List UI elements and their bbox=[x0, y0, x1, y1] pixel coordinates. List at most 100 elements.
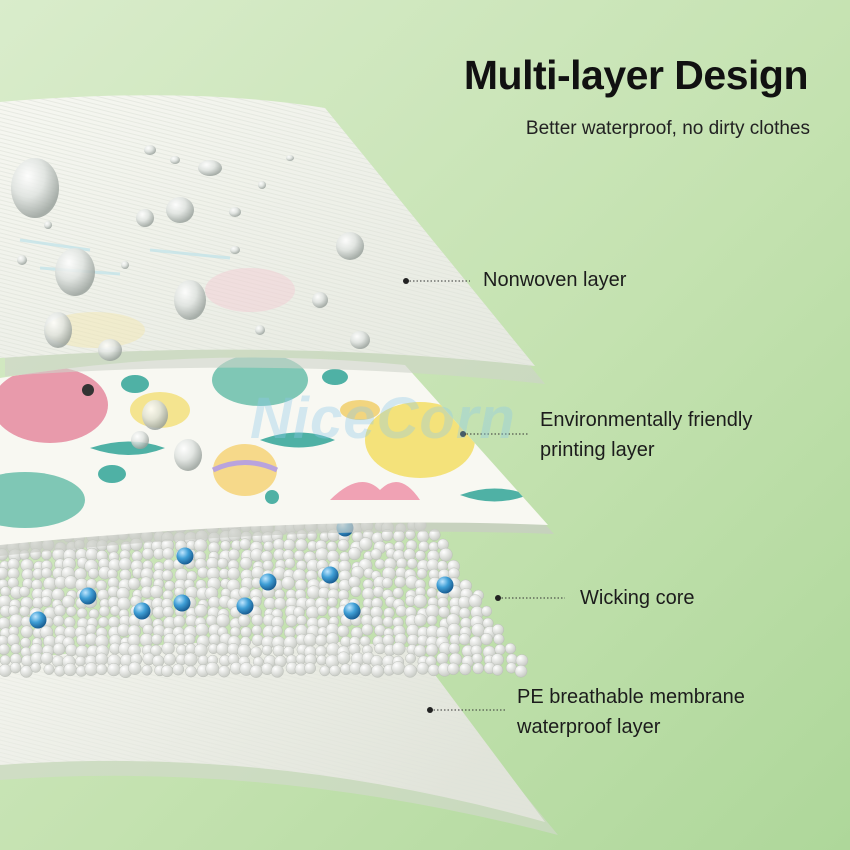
absorbent-bead bbox=[436, 576, 454, 594]
core-bead bbox=[41, 567, 53, 579]
core-bead bbox=[227, 548, 240, 561]
absorbent-bead bbox=[236, 597, 254, 615]
core-bead bbox=[19, 605, 31, 617]
core-bead bbox=[458, 633, 471, 646]
water-droplet bbox=[144, 145, 156, 155]
core-bead bbox=[183, 633, 196, 645]
core-bead bbox=[10, 643, 22, 655]
core-bead bbox=[447, 662, 460, 675]
water-droplet bbox=[170, 156, 180, 164]
core-bead bbox=[472, 662, 484, 675]
core-bead bbox=[20, 625, 34, 639]
core-bead bbox=[40, 595, 52, 607]
core-bead bbox=[458, 607, 471, 620]
core-bead bbox=[194, 603, 208, 618]
core-bead bbox=[271, 625, 283, 637]
core-bead bbox=[239, 557, 253, 570]
core-bead bbox=[348, 547, 362, 561]
core-bead bbox=[193, 538, 208, 553]
core-bead bbox=[316, 605, 328, 617]
core-bead bbox=[382, 616, 394, 628]
core-bead bbox=[95, 663, 108, 676]
water-droplet bbox=[350, 331, 370, 349]
core-bead bbox=[319, 665, 331, 677]
core-bead bbox=[128, 661, 142, 675]
core-bead bbox=[141, 664, 153, 676]
page-subtitle: Better waterproof, no dirty clothes bbox=[525, 118, 810, 139]
core-bead bbox=[151, 633, 163, 646]
core-bead bbox=[30, 662, 41, 673]
water-droplet bbox=[136, 209, 154, 227]
label-printing-layer-line2: printing layer bbox=[540, 439, 655, 461]
core-bead bbox=[425, 643, 439, 657]
core-bead bbox=[350, 586, 362, 598]
core-bead bbox=[337, 539, 350, 552]
core-bead bbox=[493, 633, 505, 645]
core-bead bbox=[285, 614, 299, 628]
label-pe-membrane-line2: waterproof layer bbox=[517, 716, 661, 738]
core-bead bbox=[251, 625, 263, 636]
nonwoven-layer bbox=[0, 95, 545, 471]
core-bead bbox=[413, 644, 427, 658]
core-bead bbox=[53, 604, 66, 617]
water-droplet bbox=[121, 261, 129, 269]
core-bead bbox=[162, 547, 175, 560]
core-bead bbox=[76, 607, 88, 619]
core-bead bbox=[18, 586, 30, 598]
core-bead bbox=[294, 538, 308, 552]
core-bead bbox=[394, 576, 406, 588]
core-bead bbox=[403, 664, 417, 678]
core-bead bbox=[315, 634, 328, 647]
core-bead bbox=[141, 547, 154, 560]
core-bead bbox=[127, 577, 141, 590]
core-bead bbox=[52, 642, 66, 656]
core-bead bbox=[161, 641, 175, 656]
core-bead bbox=[118, 557, 132, 571]
core-bead bbox=[348, 575, 361, 589]
core-bead bbox=[416, 568, 428, 579]
core-bead bbox=[304, 662, 316, 675]
absorbent-bead bbox=[321, 566, 339, 584]
core-bead bbox=[88, 608, 100, 620]
label-pe-membrane-line1: PE breathable membrane bbox=[517, 686, 745, 708]
water-droplet bbox=[131, 431, 149, 449]
core-bead bbox=[183, 652, 198, 667]
core-bead bbox=[359, 537, 373, 551]
water-droplet bbox=[312, 292, 328, 308]
water-droplet bbox=[174, 439, 202, 471]
pe-membrane-layer bbox=[0, 640, 558, 835]
core-bead bbox=[382, 634, 395, 647]
core-bead bbox=[20, 637, 31, 649]
core-bead bbox=[413, 613, 427, 627]
core-bead bbox=[296, 615, 307, 626]
core-bead bbox=[107, 616, 120, 628]
water-droplet bbox=[142, 400, 168, 430]
core-bead bbox=[107, 662, 121, 677]
label-nonwoven-layer: Nonwoven layer bbox=[483, 269, 627, 291]
water-droplet bbox=[258, 181, 266, 189]
page-title: Multi-layer Design bbox=[463, 52, 809, 98]
core-bead bbox=[374, 558, 386, 570]
core-bead bbox=[468, 594, 483, 609]
core-bead bbox=[406, 558, 418, 569]
core-bead bbox=[459, 662, 472, 676]
core-bead bbox=[416, 662, 429, 675]
core-bead bbox=[448, 642, 460, 655]
core-bead bbox=[337, 651, 351, 665]
core-bead bbox=[65, 643, 78, 657]
core-bead bbox=[164, 580, 176, 592]
absorbent-bead bbox=[173, 594, 191, 612]
water-droplet bbox=[166, 197, 194, 223]
water-droplet bbox=[44, 221, 52, 229]
core-bead bbox=[361, 623, 374, 636]
core-bead bbox=[193, 643, 208, 658]
absorbent-bead bbox=[79, 587, 97, 605]
core-bead bbox=[229, 626, 241, 638]
core-bead bbox=[240, 626, 252, 638]
core-bead bbox=[262, 560, 274, 572]
core-bead bbox=[162, 606, 174, 618]
core-bead bbox=[284, 557, 296, 569]
label-wicking-core: Wicking core bbox=[580, 587, 695, 609]
water-droplet bbox=[17, 255, 27, 265]
core-bead bbox=[426, 587, 438, 599]
